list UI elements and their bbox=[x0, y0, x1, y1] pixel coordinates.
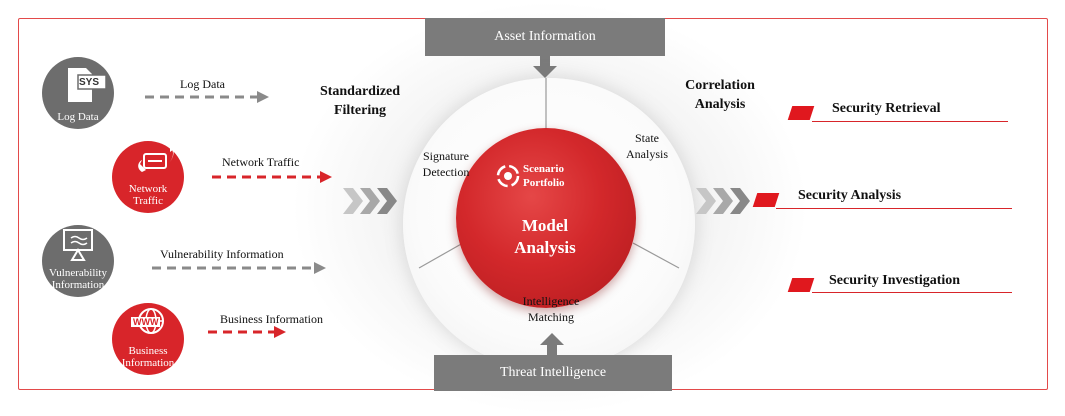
log-data-flow-label: Log Data bbox=[180, 77, 225, 91]
security-investigation-marker bbox=[787, 278, 815, 292]
intelligence-matching-label: Intelligence Matching bbox=[522, 294, 580, 324]
security-analysis-label: Security Analysis bbox=[798, 188, 902, 203]
threat-up-arrow-icon bbox=[540, 333, 564, 357]
security-investigation-label: Security Investigation bbox=[829, 273, 961, 288]
standardized-filtering-heading: Standardized Filtering bbox=[319, 84, 401, 118]
model-analysis-core bbox=[456, 128, 636, 308]
threat-intelligence-bar: Threat Intelligence bbox=[434, 355, 672, 391]
network-traffic-flow-label: Network Traffic bbox=[222, 155, 300, 169]
log-data-arrow bbox=[145, 91, 269, 103]
state-analysis-label: State Analysis bbox=[626, 131, 668, 161]
threat-intelligence-label: Threat Intelligence bbox=[499, 365, 607, 380]
security-analysis-marker bbox=[752, 193, 780, 207]
asset-information-label: Asset Information bbox=[494, 29, 596, 44]
ring-dividers bbox=[418, 78, 680, 269]
scenario-portfolio-label: Scenario Portfolio bbox=[523, 163, 565, 189]
monitor-alert-icon bbox=[63, 229, 93, 261]
security-retrieval-marker bbox=[787, 106, 815, 120]
asset-information-bar: Asset Information bbox=[425, 18, 665, 56]
asset-down-arrow-icon bbox=[533, 56, 557, 78]
signature-detection-label: Signature Detection bbox=[422, 149, 470, 179]
security-investigation-underline bbox=[812, 292, 1012, 293]
vulnerability-flow-label: Vulnerability Information bbox=[160, 247, 284, 261]
correlation-analysis-heading: Correlation Analysis bbox=[685, 78, 755, 112]
sys-badge: SYS bbox=[79, 77, 100, 88]
business-title: Business Information bbox=[121, 345, 175, 369]
file-icon bbox=[68, 68, 107, 102]
output-chevrons-icon bbox=[696, 188, 750, 214]
business-arrow bbox=[208, 326, 286, 338]
scenario-logo-icon bbox=[496, 164, 520, 188]
vulnerability-title: Vulnerability Information bbox=[49, 267, 107, 291]
network-traffic-arrow bbox=[212, 171, 332, 183]
input-chevrons-icon bbox=[343, 188, 397, 214]
vulnerability-arrow bbox=[152, 262, 326, 274]
business-source: Business Information bbox=[112, 303, 184, 375]
network-traffic-title: Network Traffic bbox=[128, 183, 168, 207]
security-retrieval-underline bbox=[812, 121, 1008, 122]
business-flow-label: Business Information bbox=[220, 312, 323, 326]
security-retrieval-label: Security Retrieval bbox=[832, 101, 941, 116]
model-analysis-label: Model Analysis bbox=[514, 216, 576, 257]
security-analysis-underline bbox=[776, 208, 1012, 209]
network-exchange-icon bbox=[138, 140, 178, 172]
log-data-title: Log Data bbox=[57, 111, 99, 123]
www-badge: WWW bbox=[131, 317, 161, 327]
